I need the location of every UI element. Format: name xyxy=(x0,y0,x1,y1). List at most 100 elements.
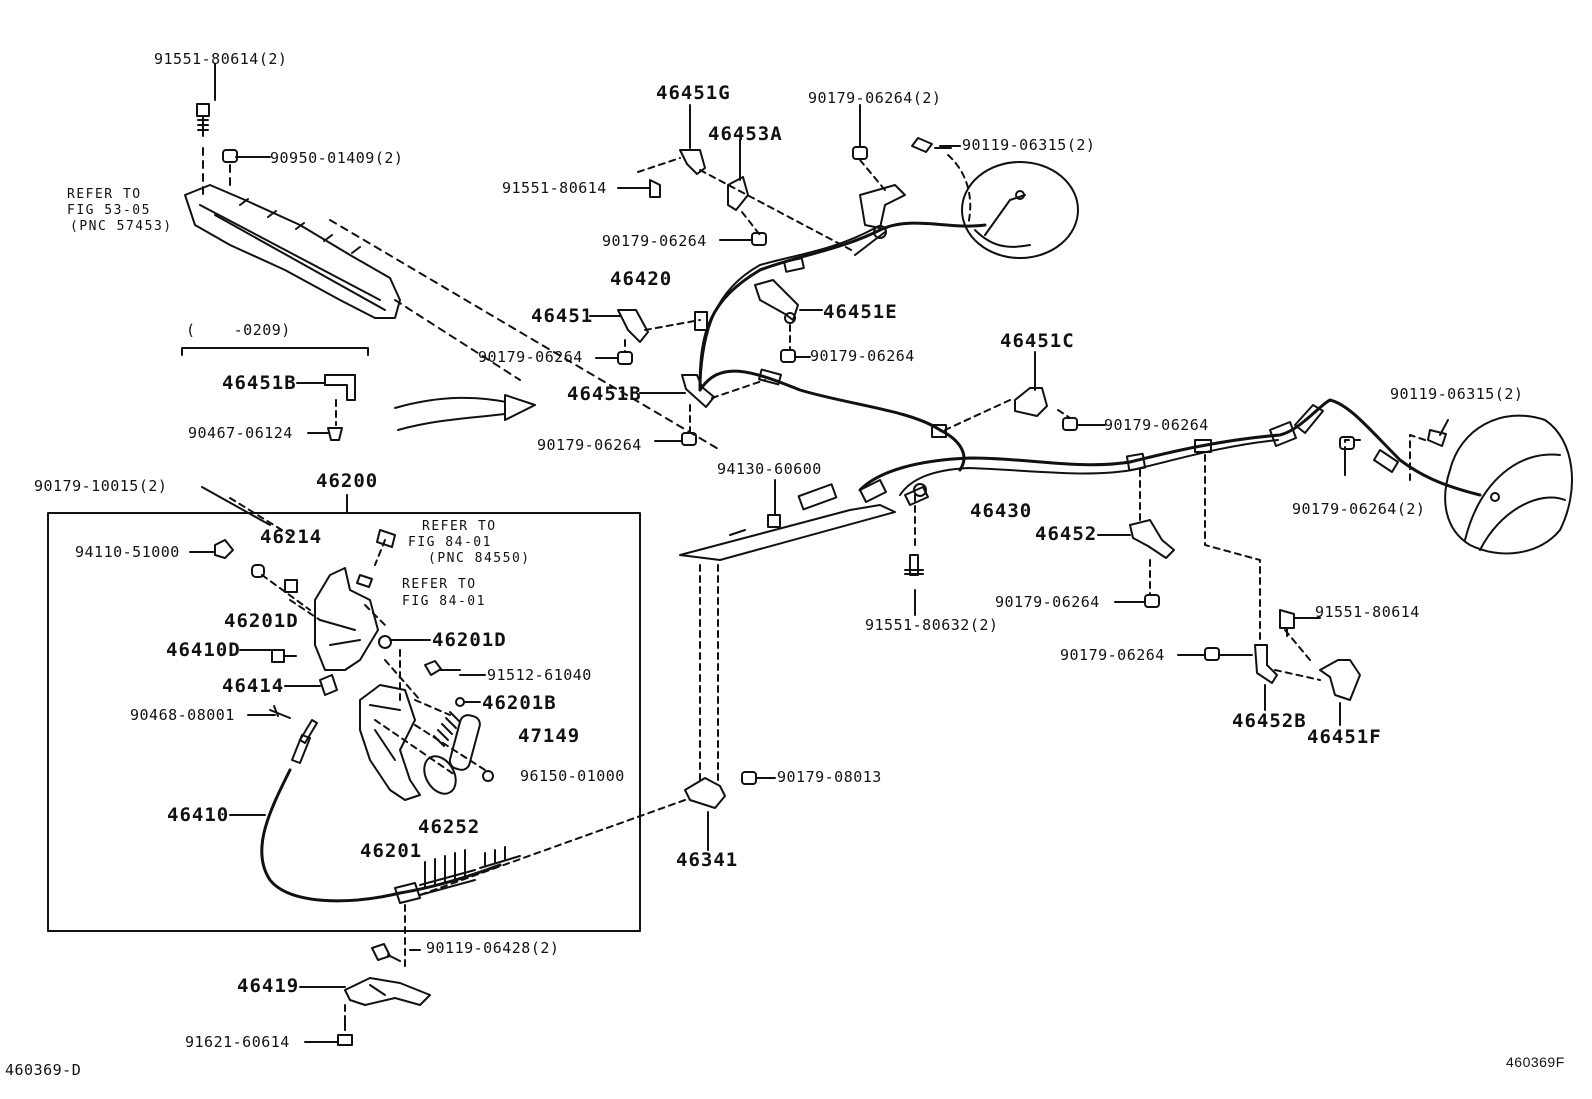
part-label: 90119-06315(2) xyxy=(1390,385,1524,403)
part-label: 46201D xyxy=(224,610,299,632)
cover-46419-icon xyxy=(344,977,431,1006)
bolt-icon xyxy=(649,179,661,198)
part-label: 94110-51000 xyxy=(75,543,180,561)
bushing-icon xyxy=(251,564,298,593)
part-label: 96150-01000 xyxy=(520,767,625,785)
refer-note: (PNC 57453) xyxy=(70,219,173,234)
clip-icon xyxy=(327,427,343,441)
nut-icon xyxy=(1062,417,1078,431)
front-lever-cable-46410 xyxy=(260,768,502,903)
part-label: 46451 xyxy=(531,305,594,327)
part-label: 90119-06428(2) xyxy=(426,939,560,957)
part-label: 46451B xyxy=(222,372,297,394)
bolt-icon xyxy=(196,103,210,137)
figure-code: 460369F xyxy=(1506,1054,1565,1070)
part-label: 90468-08001 xyxy=(130,706,235,724)
part-label: 90179-06264 xyxy=(602,232,707,250)
part-label: 90950-01409(2) xyxy=(270,149,404,167)
bolt-icon xyxy=(904,554,924,576)
front-cable-46420 xyxy=(698,221,987,472)
bracket-46452b-icon xyxy=(1254,644,1278,684)
bracket-46452-icon xyxy=(1129,519,1175,559)
bushing-icon xyxy=(378,635,392,649)
nut-icon xyxy=(681,432,697,446)
part-label: 46410D xyxy=(166,639,241,661)
plate-icon xyxy=(423,755,457,795)
part-label: 46451E xyxy=(823,301,898,323)
part-label: 47149 xyxy=(518,725,581,747)
bolt-icon xyxy=(356,574,373,588)
bracket-46451f-icon xyxy=(1319,659,1361,701)
nut-icon xyxy=(741,771,757,785)
date-range-label: ( -0209) xyxy=(186,321,291,339)
part-label: 94130-60600 xyxy=(717,460,822,478)
part-label: 90179-06264 xyxy=(810,347,915,365)
part-label: 46420 xyxy=(610,268,673,290)
part-label: 46201 xyxy=(360,840,423,862)
leader-lines xyxy=(202,147,721,451)
bracket-46451b-icon xyxy=(324,374,356,401)
part-label: 91621-60614 xyxy=(185,1033,290,1051)
part-label: 46452B xyxy=(1232,710,1307,732)
part-label: 46451B xyxy=(567,383,642,405)
bushing-icon xyxy=(455,697,465,707)
equalizer-46341-icon xyxy=(684,777,726,809)
lever-bracket-icon xyxy=(314,567,379,671)
lever-assembly-box xyxy=(47,512,641,932)
part-label: 46201B xyxy=(482,692,557,714)
nut-icon xyxy=(1144,594,1160,608)
nut-icon xyxy=(1204,647,1220,661)
nut-icon xyxy=(222,149,238,163)
refer-note: FIG 84-01 xyxy=(402,594,486,609)
part-label: 46410 xyxy=(167,804,230,826)
nut-icon xyxy=(1339,436,1355,450)
lever-arm-icon xyxy=(359,684,421,801)
part-label: 91551-80632(2) xyxy=(865,616,999,634)
part-label: 46414 xyxy=(222,675,285,697)
part-label: 90467-06124 xyxy=(188,424,293,442)
bracket-46451c-icon xyxy=(1014,387,1048,417)
refer-note: FIG 84-01 xyxy=(408,535,492,550)
bracket-46451e-icon xyxy=(754,279,799,324)
refer-note: REFER TO xyxy=(402,577,477,592)
nut-icon xyxy=(617,351,633,365)
figure-code: 460369-D xyxy=(5,1061,82,1079)
part-label: 90179-08013 xyxy=(777,768,882,786)
part-label: 91551-80614(2) xyxy=(154,50,288,68)
part-label: 46451C xyxy=(1000,330,1075,352)
bolt-icon xyxy=(911,137,952,153)
ring-icon xyxy=(482,770,494,782)
part-label: 90179-06264 xyxy=(995,593,1100,611)
refer-note: (PNC 84550) xyxy=(428,551,531,566)
refer-note: FIG 53-05 xyxy=(67,203,151,218)
part-label: 46341 xyxy=(676,849,739,871)
sleeve-icon xyxy=(448,714,481,771)
part-label: 46419 xyxy=(237,975,300,997)
part-label: 46452 xyxy=(1035,523,1098,545)
part-label: 90179-06264 xyxy=(537,436,642,454)
pin-icon xyxy=(269,705,291,719)
bolt-icon xyxy=(371,943,401,962)
part-label: 90179-10015(2) xyxy=(34,477,168,495)
bolt-icon xyxy=(424,660,461,676)
cap-icon xyxy=(214,539,234,559)
rear-brake-shield-icon xyxy=(961,161,1079,259)
part-label: 46200 xyxy=(316,470,379,492)
part-label: 46451G xyxy=(656,82,731,104)
arrow-icon xyxy=(394,396,521,431)
part-label: 90179-06264 xyxy=(1060,646,1165,664)
refer-note: REFER TO xyxy=(67,187,142,202)
part-label: 91551-80614 xyxy=(502,179,607,197)
clip-icon xyxy=(319,674,338,696)
part-label: 46214 xyxy=(260,526,323,548)
nut-icon xyxy=(852,146,868,160)
part-label: 46453A xyxy=(708,123,783,145)
part-label: 90179-06264 xyxy=(1104,416,1209,434)
part-label: 46201D xyxy=(432,629,507,651)
bracket-46451-icon xyxy=(617,309,649,343)
part-label: 90179-06264 xyxy=(478,348,583,366)
refer-note: REFER TO xyxy=(422,519,497,534)
rear-brake-shield-right-icon xyxy=(1444,414,1573,555)
nut-icon xyxy=(780,349,796,363)
